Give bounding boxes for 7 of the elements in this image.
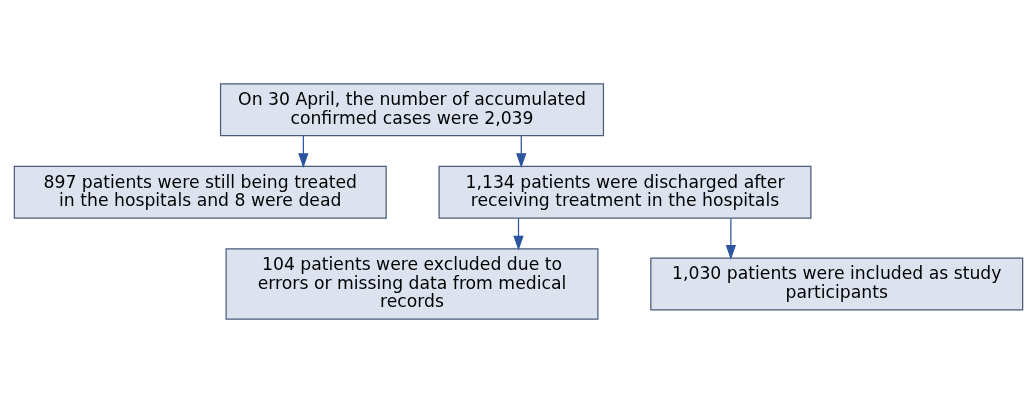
node-box: 1,030 patients were included as study participants	[649, 257, 1023, 310]
node-box: 104 patients were excluded due to errors or missing data from medical records	[225, 247, 599, 320]
node-box: On 30 April, the number of accumulated confirmed cases were 2,039	[219, 82, 604, 136]
node-box: 897 patients were still being treated in the hospitals and 8 were dead	[13, 165, 387, 219]
arrow	[725, 217, 736, 260]
arrow	[512, 217, 524, 250]
node-box: 1,134 patients were discharged after receiving treatment in the hospitals	[437, 165, 811, 219]
